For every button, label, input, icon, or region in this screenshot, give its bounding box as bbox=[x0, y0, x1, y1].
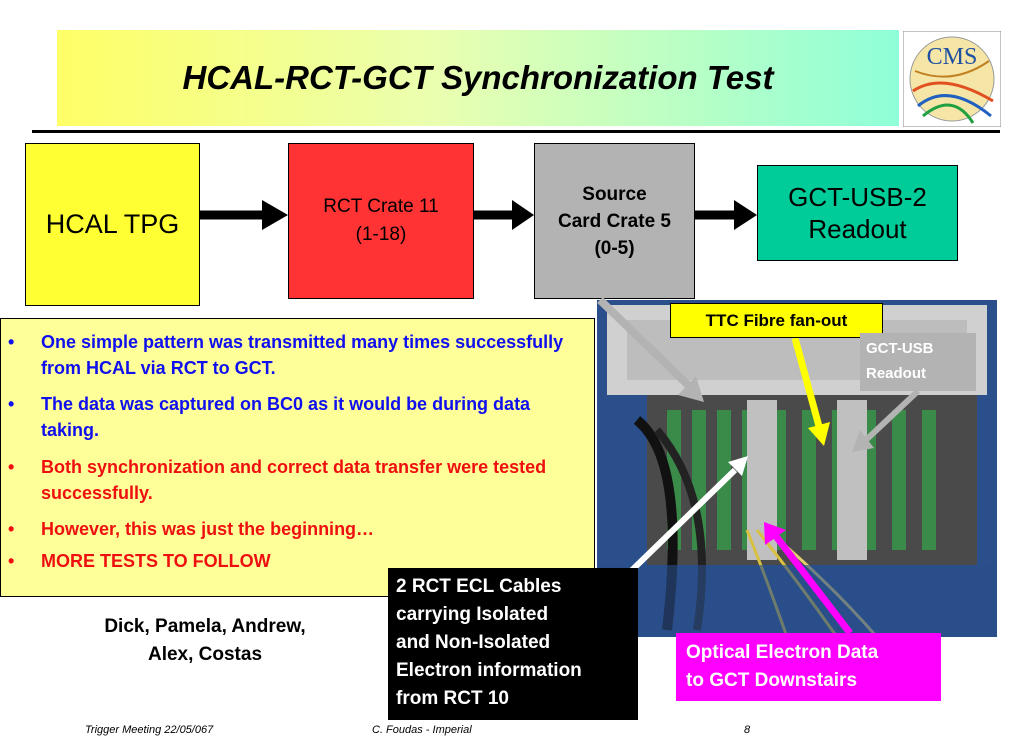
bullet-dot: • bbox=[8, 457, 15, 477]
source-card-range: (0-5) bbox=[594, 237, 635, 259]
authors-line-2: Alex, Costas bbox=[147, 644, 263, 665]
slide-title: HCAL-RCT-GCT Synchronization Test bbox=[182, 59, 774, 96]
source-card-box: Source Card Crate 5 (0-5) bbox=[534, 143, 695, 299]
gct-readout-label: Readout bbox=[808, 214, 907, 244]
bullet-dot: • bbox=[8, 394, 15, 414]
hcal-tpg-box: HCAL TPG bbox=[25, 143, 200, 306]
cms-logo: CMS bbox=[903, 31, 1001, 127]
ecl-label-line: and Non-Isolated bbox=[396, 632, 551, 653]
footer-page-number: 8 bbox=[744, 724, 751, 736]
bullet-text: However, this was just the beginning… bbox=[41, 519, 375, 539]
gct-usb-photo-label-2: Readout bbox=[866, 365, 926, 382]
optical-label-line-1: Optical Electron Data bbox=[686, 642, 879, 663]
bullet-dot: • bbox=[8, 332, 15, 352]
flow-arrow-2 bbox=[474, 200, 534, 230]
footer-author: C. Foudas - Imperial bbox=[372, 724, 472, 736]
gct-usb-label: GCT-USB-2 bbox=[788, 182, 927, 212]
bullet-text: One simple pattern was transmitted many … bbox=[41, 332, 564, 378]
gct-usb-photo-label-1: GCT-USB bbox=[866, 340, 934, 357]
bullet-text: MORE TESTS TO FOLLOW bbox=[41, 551, 271, 571]
rct-crate-label: RCT Crate 11 bbox=[323, 196, 439, 217]
ecl-label-line: 2 RCT ECL Cables bbox=[396, 576, 562, 597]
bullet-text: The data was captured on BC0 as it would… bbox=[41, 394, 531, 440]
ecl-label-line: carrying Isolated bbox=[396, 604, 549, 625]
logo-text: CMS bbox=[927, 44, 978, 70]
ttc-fibre-label: TTC Fibre fan-out bbox=[670, 303, 883, 338]
footer-meeting: Trigger Meeting 22/05/067 bbox=[85, 724, 214, 736]
title-divider bbox=[32, 130, 1000, 133]
optical-data-label: Optical Electron Data to GCT Downstairs bbox=[676, 633, 941, 701]
summary-panel: • One simple pattern was transmitted man… bbox=[0, 318, 595, 597]
hcal-tpg-label: HCAL TPG bbox=[45, 209, 180, 239]
ecl-label-line: from RCT 10 bbox=[396, 688, 509, 709]
bullet-text: Both synchronization and correct data tr… bbox=[41, 457, 547, 503]
bullet-dot: • bbox=[8, 519, 15, 539]
gct-usb-photo-label: GCT-USB Readout bbox=[860, 333, 976, 391]
authors: Dick, Pamela, Andrew, Alex, Costas bbox=[50, 613, 360, 669]
authors-line-1: Dick, Pamela, Andrew, bbox=[104, 616, 306, 637]
ecl-cables-label: 2 RCT ECL Cables carrying Isolated and N… bbox=[388, 568, 638, 720]
title-banner bbox=[57, 30, 899, 126]
source-card-label-1: Source bbox=[582, 183, 647, 205]
bullet-dot: • bbox=[8, 551, 15, 571]
flow-arrow-1 bbox=[200, 200, 288, 230]
flow-arrow-3 bbox=[695, 200, 757, 230]
optical-label-line-2: to GCT Downstairs bbox=[686, 670, 858, 691]
ecl-label-line: Electron information bbox=[396, 660, 582, 681]
source-card-label-2: Card Crate 5 bbox=[558, 210, 671, 232]
rct-crate-range: (1-18) bbox=[355, 224, 407, 245]
gct-usb-box: GCT-USB-2 Readout bbox=[757, 165, 958, 261]
rct-crate-box: RCT Crate 11 (1-18) bbox=[288, 143, 474, 299]
